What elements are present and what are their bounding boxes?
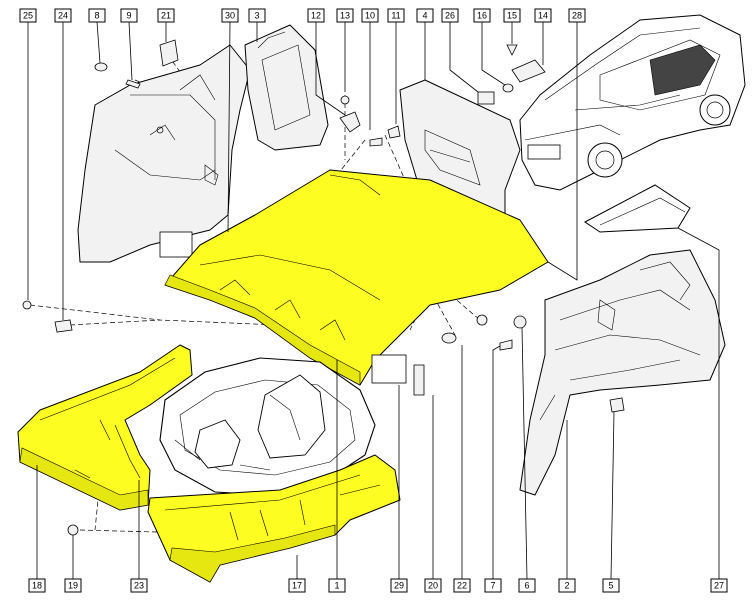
boot-floor-panel	[164, 169, 549, 386]
callout-13: 13	[336, 8, 354, 23]
callout-22: 22	[453, 578, 471, 593]
svg-text:1: 1	[334, 581, 339, 591]
callout-15: 15	[503, 8, 521, 23]
svg-text:3: 3	[254, 11, 259, 21]
svg-text:28: 28	[572, 11, 582, 21]
callout-24: 24	[54, 8, 72, 23]
clip-11b	[387, 125, 401, 139]
callout-23: 23	[130, 578, 148, 593]
svg-text:11: 11	[391, 11, 400, 21]
clip-19	[67, 524, 79, 536]
svg-text:8: 8	[94, 11, 99, 21]
svg-text:6: 6	[524, 581, 529, 591]
bracket-14	[511, 59, 546, 83]
hooks-and-clips	[339, 95, 401, 147]
callout-21: 21	[157, 8, 175, 23]
svg-text:10: 10	[365, 11, 375, 21]
screw-24	[54, 319, 73, 333]
clip-5	[609, 397, 625, 413]
svg-text:16: 16	[477, 11, 487, 21]
svg-text:29: 29	[394, 581, 404, 591]
callout-7: 7	[484, 578, 502, 593]
block-26	[477, 91, 495, 105]
left-side-trim-panel	[77, 44, 251, 263]
plug-22	[441, 332, 457, 344]
screw-11a	[369, 137, 383, 147]
left-floor-tray	[17, 344, 193, 511]
callouts-top: 25 24 8 9 21 30 3 12 13 10 11 4 26 16 15…	[19, 8, 586, 23]
right-side-trim-panel	[519, 249, 726, 496]
callout-17: 17	[288, 578, 306, 593]
spare-wheel-well-tray	[159, 357, 376, 496]
callout-11: 11	[387, 8, 405, 23]
clip-8	[94, 62, 108, 72]
callout-30: 30	[221, 8, 239, 23]
label-sticker-30	[159, 231, 193, 258]
svg-text:4: 4	[422, 11, 427, 21]
svg-text:25: 25	[23, 11, 33, 21]
clip-28	[476, 314, 488, 326]
svg-text:15: 15	[507, 11, 517, 21]
callout-9: 9	[120, 8, 138, 23]
vehicle-illustration	[519, 14, 746, 191]
callout-18: 18	[28, 578, 46, 593]
clip-25	[22, 300, 32, 310]
svg-text:12: 12	[311, 11, 321, 21]
screw-9	[125, 79, 141, 89]
callout-1: 1	[328, 578, 346, 593]
screw-15	[506, 44, 518, 56]
callout-19: 19	[64, 578, 82, 593]
hook-10	[339, 111, 361, 133]
svg-text:19: 19	[68, 581, 78, 591]
svg-text:26: 26	[445, 11, 455, 21]
callout-14: 14	[534, 8, 552, 23]
callout-10: 10	[361, 8, 379, 23]
svg-text:14: 14	[538, 11, 548, 21]
rear-pillar-trim	[244, 24, 329, 151]
callout-8: 8	[88, 8, 106, 23]
svg-text:9: 9	[126, 11, 131, 21]
svg-text:21: 21	[161, 11, 171, 21]
callout-20: 20	[424, 578, 442, 593]
shelf-panel-27	[584, 184, 691, 233]
clip-16	[502, 83, 514, 93]
callout-25: 25	[19, 8, 37, 23]
svg-text:5: 5	[608, 581, 613, 591]
svg-text:20: 20	[428, 581, 438, 591]
svg-text:7: 7	[490, 581, 495, 591]
callouts-bottom: 18 19 23 17 1 29 20 22 7 6 2 5 27	[28, 578, 728, 593]
callout-29: 29	[390, 578, 408, 593]
small-parts-right	[67, 314, 625, 536]
callout-12: 12	[307, 8, 325, 23]
callout-28: 28	[568, 8, 586, 23]
svg-text:27: 27	[714, 581, 724, 591]
clip-6	[513, 315, 527, 329]
screw-7	[499, 339, 513, 351]
svg-text:13: 13	[340, 11, 350, 21]
svg-text:23: 23	[134, 581, 144, 591]
callout-2: 2	[558, 578, 576, 593]
svg-text:24: 24	[58, 11, 68, 21]
cover-21	[159, 39, 179, 67]
svg-text:22: 22	[457, 581, 467, 591]
small-fasteners-top-left	[22, 39, 179, 333]
label-sticker-29	[371, 354, 407, 384]
callout-3: 3	[248, 8, 266, 23]
bolt-13	[340, 95, 350, 105]
svg-text:18: 18	[32, 581, 42, 591]
callout-6: 6	[518, 578, 536, 593]
svg-text:2: 2	[564, 581, 569, 591]
callout-16: 16	[473, 8, 491, 23]
svg-text:17: 17	[292, 581, 302, 591]
svg-text:30: 30	[225, 11, 235, 21]
leader-lines	[27, 21, 720, 580]
callout-27: 27	[710, 578, 728, 593]
small-parts-top-right	[477, 44, 546, 105]
callout-4: 4	[416, 8, 434, 23]
callout-5: 5	[602, 578, 620, 593]
callout-26: 26	[441, 8, 459, 23]
bolt-20	[413, 364, 425, 396]
